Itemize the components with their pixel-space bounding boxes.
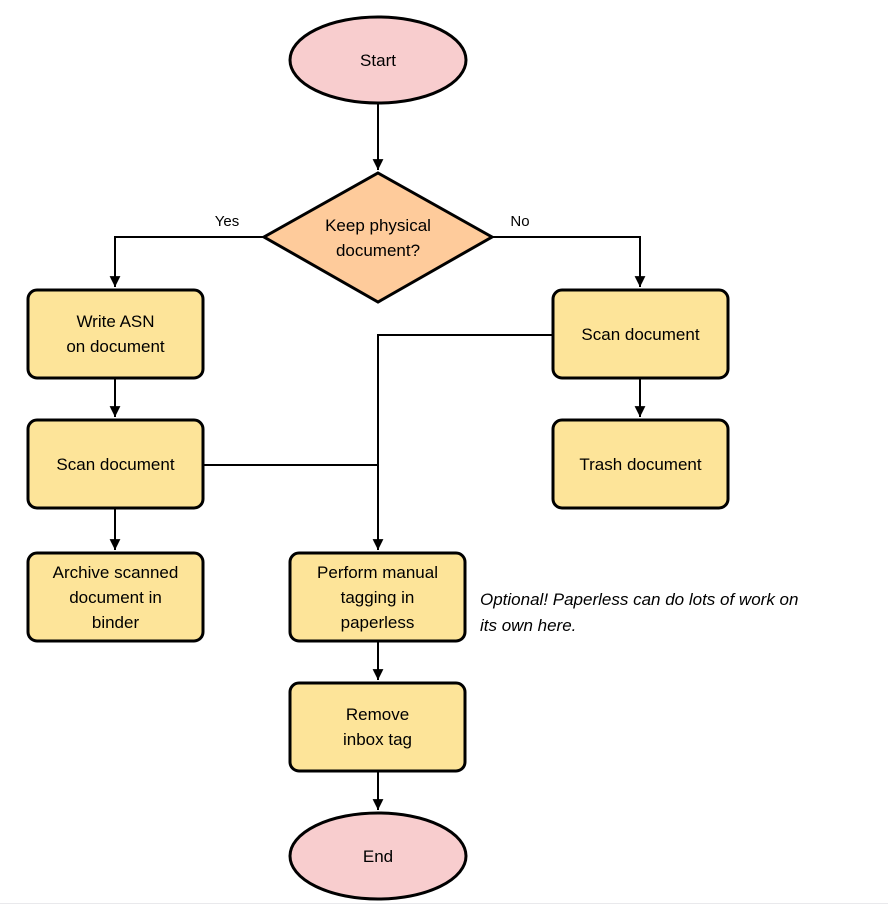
decision-diamond-shape bbox=[260, 171, 496, 304]
remove-inbox-process-shape bbox=[288, 681, 467, 773]
scan-document-left-process-shape bbox=[26, 418, 205, 510]
optional-note: Optional! Paperless can do lots of work … bbox=[480, 590, 799, 635]
scan-document-right-process-shape bbox=[551, 288, 730, 380]
write-asn-process-shape bbox=[26, 288, 205, 380]
edge-scan-right-to-tagging bbox=[372, 334, 553, 550]
edge-decision-no-to-scan-right bbox=[492, 236, 646, 287]
page-bottom-edge bbox=[0, 903, 888, 904]
trash-process-shape bbox=[551, 418, 730, 510]
archive-process-shape bbox=[26, 551, 205, 643]
end-terminal-shape bbox=[288, 811, 468, 901]
edge-decision-yes-to-write-asn bbox=[109, 236, 264, 287]
tagging-process-shape bbox=[288, 551, 467, 643]
start-terminal-shape bbox=[288, 15, 468, 105]
